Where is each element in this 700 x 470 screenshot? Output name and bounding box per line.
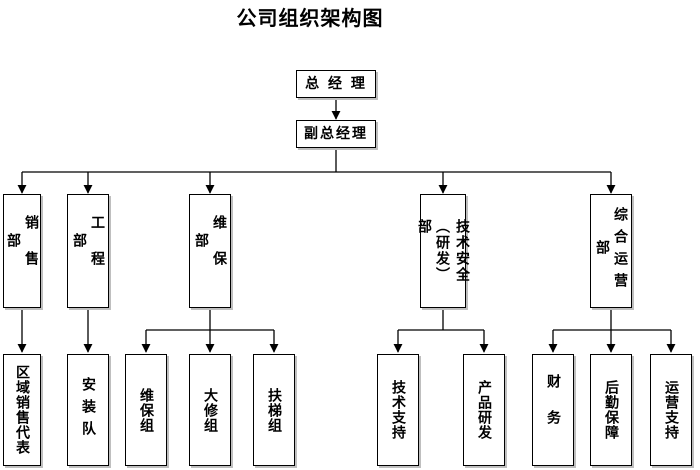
node-tech-safety-rd-dept-line2: （研发）部 (416, 219, 450, 283)
node-regional-sales-rep: 区域销售代表 (3, 354, 41, 466)
node-maintenance-group: 维保组 (125, 354, 167, 466)
node-deputy-general-manager: 副总经理 (296, 120, 376, 148)
node-general-operations-dept-label: 综合运营部 (594, 207, 628, 295)
node-deputy-general-manager-label: 副总经理 (304, 126, 368, 142)
node-maintenance-dept-label: 维保部 (193, 215, 227, 287)
node-overhaul-group: 大修组 (189, 354, 231, 466)
node-installation-team-label: 安装队 (80, 377, 96, 443)
node-finance: 财务 (532, 354, 574, 466)
node-tech-safety-rd-dept: 技术安全 （研发）部 (416, 194, 470, 308)
node-escalator-group-label: 扶梯组 (266, 387, 282, 433)
node-product-rd: 产品研发 (463, 354, 505, 466)
node-operations-support: 运营支持 (650, 354, 692, 466)
chart-title: 公司组织架构图 (236, 6, 384, 30)
node-general-operations-dept: 综合运营部 (590, 194, 632, 308)
node-tech-safety-rd-dept-line1: 技术安全 (454, 219, 470, 283)
node-logistics: 后勤保障 (590, 354, 632, 466)
node-general-manager-label: 总 经 理 (305, 76, 367, 92)
node-installation-team: 安装队 (67, 354, 109, 466)
node-maintenance-dept: 维保部 (189, 194, 231, 308)
node-sales-dept: 销售部 (3, 194, 41, 308)
node-finance-label: 财务 (545, 374, 561, 446)
node-general-manager: 总 经 理 (296, 70, 376, 98)
node-engineering-dept-label: 工程部 (71, 215, 105, 287)
node-regional-sales-rep-label: 区域销售代表 (14, 365, 30, 455)
node-product-rd-label: 产品研发 (476, 380, 492, 440)
node-escalator-group: 扶梯组 (253, 354, 295, 466)
node-tech-safety-rd-dept-label: 技术安全 （研发）部 (416, 219, 470, 283)
node-technical-support-label: 技术支持 (390, 380, 406, 440)
node-sales-dept-label: 销售部 (5, 215, 39, 287)
node-technical-support: 技术支持 (377, 354, 419, 466)
node-maintenance-group-label: 维保组 (138, 387, 154, 433)
node-engineering-dept: 工程部 (67, 194, 109, 308)
node-operations-support-label: 运营支持 (663, 380, 679, 440)
node-logistics-label: 后勤保障 (603, 380, 619, 440)
node-overhaul-group-label: 大修组 (202, 387, 218, 433)
